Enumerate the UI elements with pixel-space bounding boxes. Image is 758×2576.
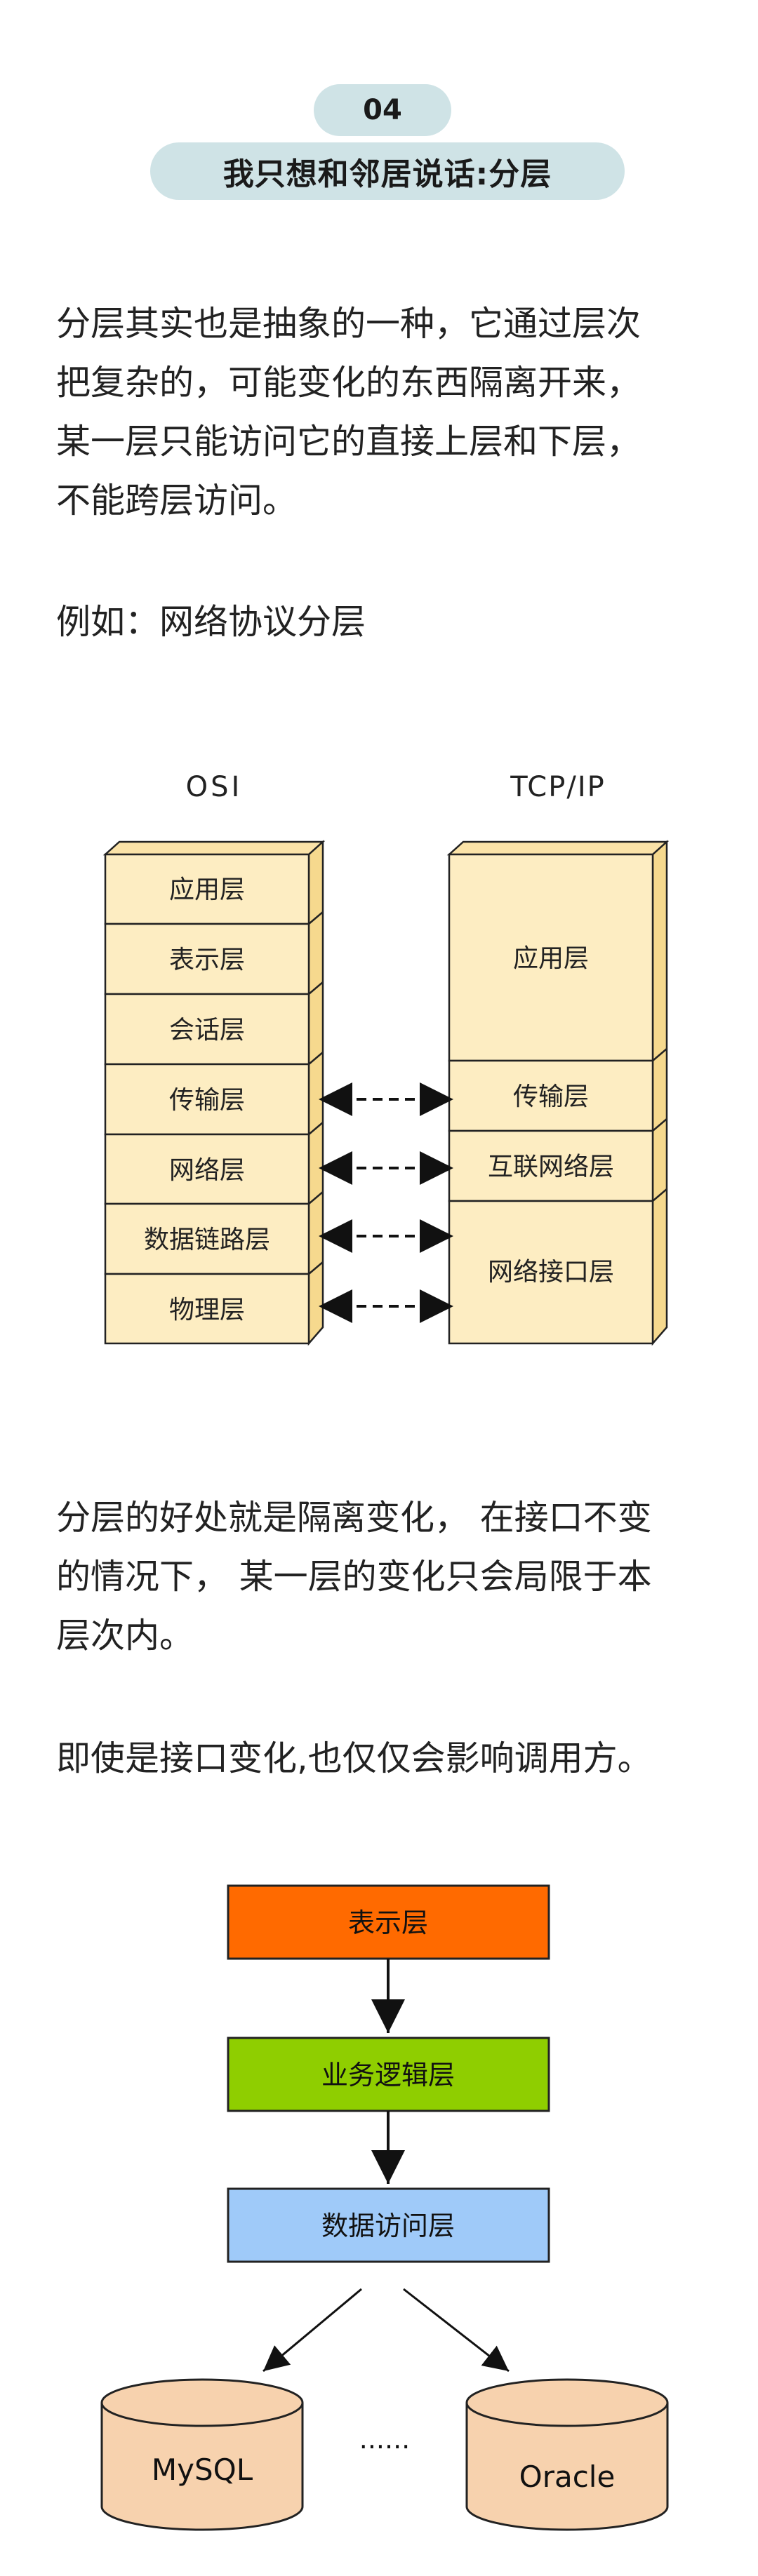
text-line: 分层的好处就是隔离变化， 在接口不变 [56, 1498, 652, 1538]
osi-layer-application: 应用层 [169, 876, 245, 904]
oracle-label: Oracle [519, 2460, 616, 2494]
osi-layer-presentation: 表示层 [169, 946, 245, 974]
business-layer-box [227, 2037, 550, 2112]
osi-tcpip-diagram: OSI TCP/IP 应用层 表示层 会话层 传输层 网络层 数据链路层 物理层 [102, 771, 670, 1346]
oracle-database-icon [465, 2378, 669, 2531]
osi-stack [102, 840, 326, 1346]
tcpip-layer-application: 应用层 [513, 944, 589, 973]
section-number-badge: 04 [314, 84, 451, 136]
osi-layer-session: 会话层 [169, 1016, 245, 1045]
more-databases-ellipsis: ...... [359, 2424, 410, 2455]
interface-change-paragraph: 即使是接口变化,也仅仅会影响调用方。 [56, 1738, 652, 1778]
tcpip-layer-transport: 传输层 [513, 1082, 589, 1111]
osi-layer-transport: 传输层 [169, 1086, 245, 1115]
osi-layer-physical: 物理层 [169, 1296, 245, 1324]
data-access-layer-label: 数据访问层 [321, 2211, 455, 2241]
presentation-layer-box [227, 1884, 550, 1960]
text-line: 层次内。 [56, 1616, 194, 1656]
intro-paragraph: 分层其实也是抽象的一种，它通过层次 把复杂的，可能变化的东西隔离开来， 某一层只… [56, 295, 709, 530]
osi-layer-datalink: 数据链路层 [144, 1226, 270, 1254]
layered-architecture-diagram: 表示层 业务逻辑层 数据访问层 MySQL ...... Oracle [100, 1884, 669, 2531]
osi-label: OSI [186, 771, 243, 803]
text-line: 分层其实也是抽象的一种，它通过层次 [56, 304, 641, 344]
business-layer-label: 业务逻辑层 [321, 2060, 455, 2091]
tcpip-layer-internet: 互联网络层 [488, 1153, 614, 1181]
example-line: 例如：网络协议分层 [56, 602, 366, 642]
section-title: 我只想和邻居说话:分层 [150, 142, 625, 200]
text-line: 的情况下， 某一层的变化只会局限于本 [56, 1557, 652, 1597]
presentation-layer-label: 表示层 [348, 1907, 428, 1938]
osi-layer-network: 网络层 [169, 1156, 245, 1185]
tcpip-label: TCP/IP [510, 771, 606, 803]
text-line: 不能跨层访问。 [56, 481, 298, 521]
benefit-paragraph: 分层的好处就是隔离变化， 在接口不变 的情况下， 某一层的变化只会局限于本 层次… [56, 1489, 709, 1665]
arrow-to-oracle [403, 2288, 510, 2373]
data-access-layer-box [227, 2187, 550, 2263]
mysql-label: MySQL [152, 2453, 253, 2487]
tcpip-stack [446, 840, 670, 1346]
text-line: 把复杂的，可能变化的东西隔离开来， [56, 363, 641, 403]
mysql-database-icon [100, 2378, 304, 2531]
tcpip-layer-network-interface: 网络接口层 [488, 1258, 614, 1287]
text-line: 某一层只能访问它的直接上层和下层， [56, 422, 641, 462]
arrow-to-mysql [262, 2288, 362, 2373]
